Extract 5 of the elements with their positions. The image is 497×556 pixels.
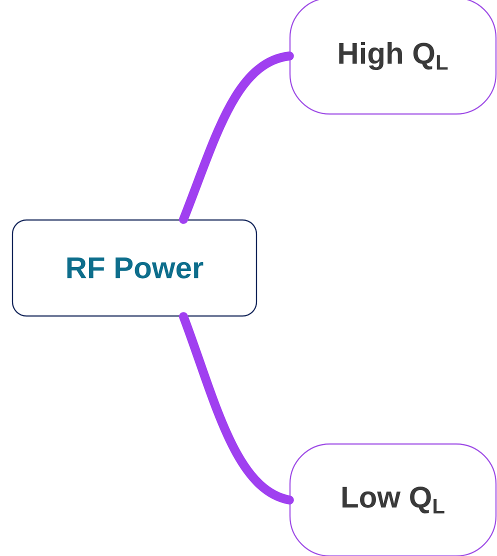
topic-box: RF Power	[12, 219, 258, 317]
branch-line	[179, 312, 294, 504]
branch-line	[179, 52, 294, 224]
branch-box: High Q$_{L}$	[289, 0, 497, 115]
branch-box: Low Q$_{L}$	[289, 443, 497, 556]
